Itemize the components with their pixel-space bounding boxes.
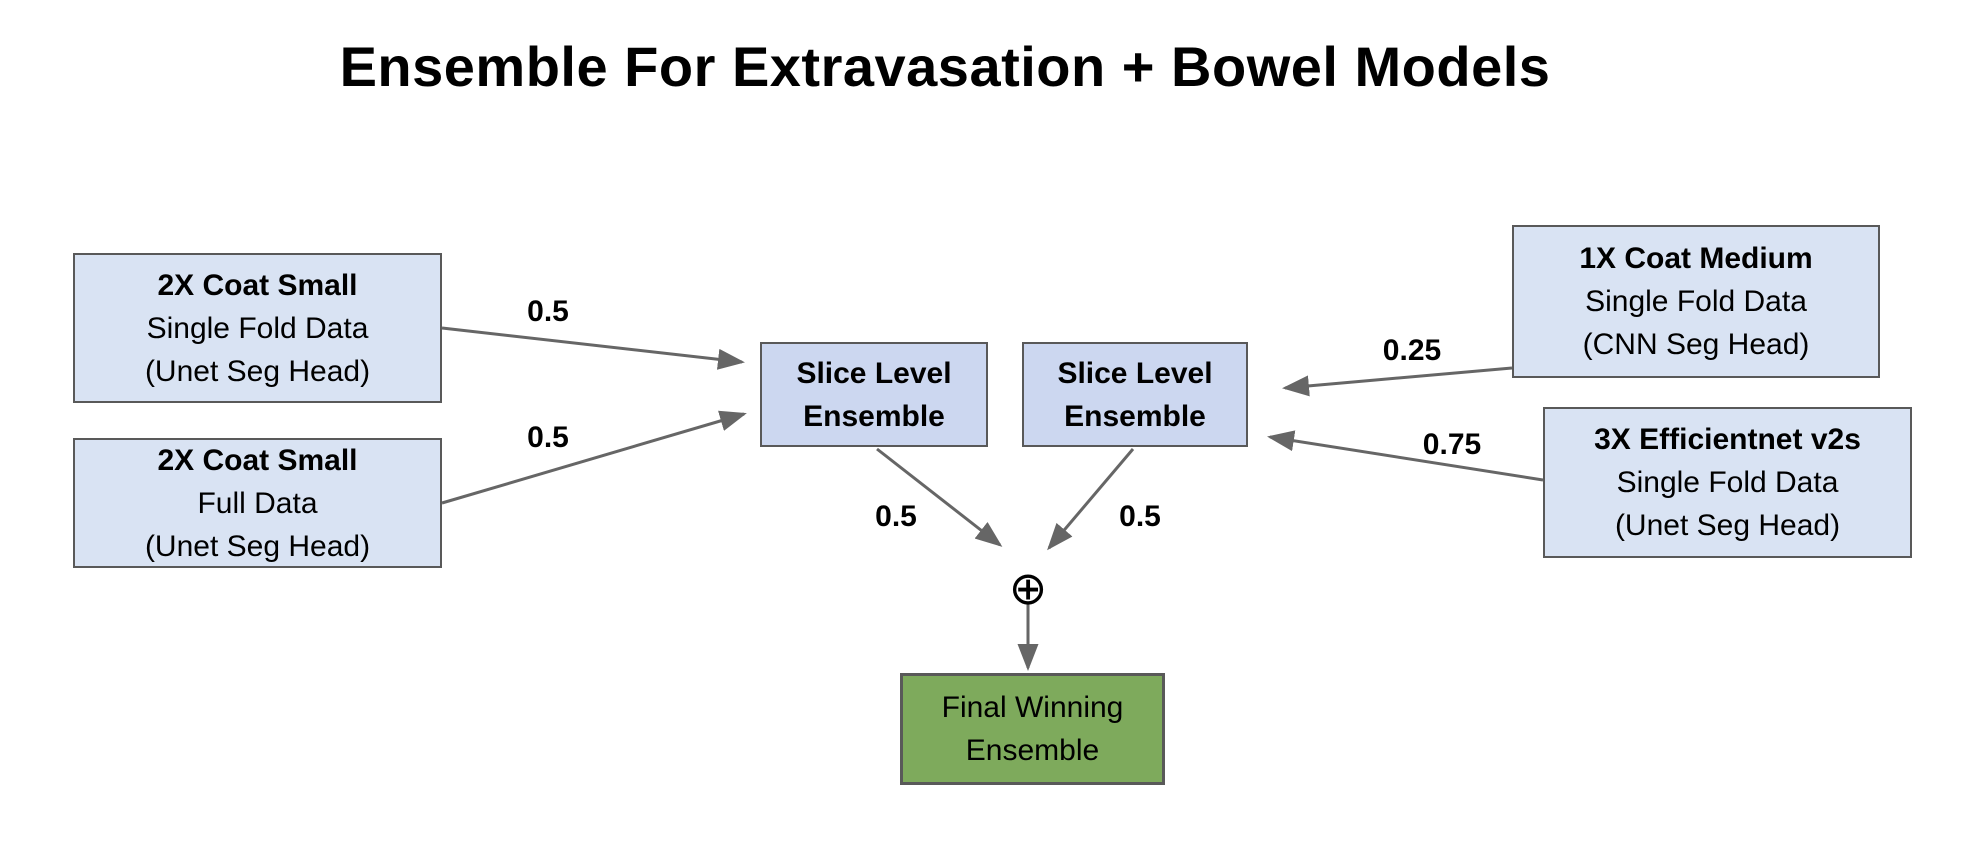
node-final-winning-ensemble: Final Winning Ensemble (900, 673, 1165, 785)
node-line-3: (Unet Seg Head) (144, 354, 371, 388)
node-line-3: (CNN Seg Head) (1582, 328, 1810, 361)
node-coat-small-single-fold: 2X Coat Small Single Fold Data (Unet Seg… (73, 253, 442, 403)
node-line-1: Slice Level (1057, 356, 1213, 390)
arrow-coat-single-to-slice-left (441, 326, 745, 370)
node-slice-level-ensemble-left: Slice Level Ensemble (760, 342, 988, 447)
edge-weight-coat-full: 0.5 (527, 421, 569, 454)
node-coat-medium: 1X Coat Medium Single Fold Data (CNN Seg… (1512, 225, 1880, 378)
node-line-2: Single Fold Data (1585, 285, 1807, 318)
node-efficientnet-v2s: 3X Efficientnet v2s Single Fold Data (Un… (1543, 407, 1912, 558)
edge-weight-slice-right: 0.5 (1119, 500, 1161, 533)
arrow-coat-medium-to-slice-right (1282, 366, 1513, 397)
node-line-2: Ensemble (1064, 399, 1206, 433)
arrow-slice-left-to-sum (876, 447, 1003, 547)
diagram-title: Ensemble For Extravasation + Bowel Model… (339, 35, 1551, 98)
node-line-2: Single Fold Data (1616, 466, 1839, 499)
node-line-3: (Unet Seg Head) (144, 529, 371, 563)
edge-weight-slice-left: 0.5 (875, 500, 917, 533)
node-line-1: 3X Efficientnet v2s (1594, 423, 1861, 456)
arrow-slice-right-to-sum (1047, 448, 1135, 551)
arrow-effnet-to-slice-right (1267, 430, 1544, 482)
node-line-2: Ensemble (965, 734, 1100, 767)
node-line-2: Full Data (197, 486, 318, 520)
node-line-2: Single Fold Data (146, 311, 369, 345)
node-coat-small-full: 2X Coat Small Full Data (Unet Seg Head) (73, 438, 442, 568)
arrow-coat-full-to-slice-left (441, 410, 747, 505)
edge-weight-coat-medium: 0.25 (1382, 334, 1442, 367)
node-line-1: Final Winning (941, 691, 1124, 724)
circled-plus-icon: ⊕ (1008, 561, 1048, 615)
node-line-3: (Unet Seg Head) (1614, 509, 1841, 542)
edge-weight-coat-single: 0.5 (527, 295, 569, 328)
node-line-1: Slice Level (796, 356, 952, 390)
node-line-2: Ensemble (803, 399, 945, 433)
node-line-1: 1X Coat Medium (1579, 242, 1813, 275)
node-slice-level-ensemble-right: Slice Level Ensemble (1022, 342, 1248, 447)
edge-weight-effnet: 0.75 (1422, 428, 1482, 461)
node-line-1: 2X Coat Small (157, 443, 358, 477)
node-line-1: 2X Coat Small (157, 268, 358, 302)
